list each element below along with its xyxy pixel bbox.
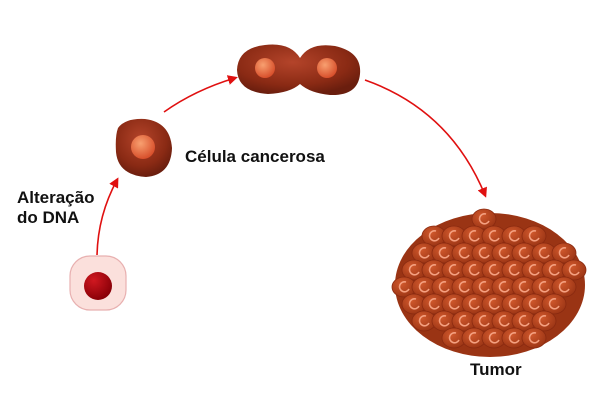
tumor-cell-nucleus bbox=[538, 246, 550, 259]
tumor-cell-nucleus bbox=[408, 297, 420, 310]
tumor-cell-nucleus bbox=[518, 280, 530, 293]
tumor-cell-nucleus bbox=[478, 246, 490, 259]
tumor-cell-nucleus bbox=[458, 280, 470, 293]
tumor-cell-nucleus bbox=[518, 246, 530, 259]
arrow-normal-to-cancer bbox=[96, 177, 119, 256]
tumor-cell-nucleus bbox=[548, 263, 560, 276]
tumor-cell-nucleus bbox=[468, 229, 480, 242]
tumor-cell-nucleus bbox=[498, 314, 510, 327]
tumor-cell-nucleus bbox=[508, 229, 520, 242]
tumor-cell-nucleus bbox=[518, 314, 530, 327]
label-dna-change: Alteração do DNA bbox=[17, 188, 94, 228]
tumor-cell-nucleus bbox=[478, 212, 490, 225]
tumor-cell-nucleus bbox=[448, 297, 460, 310]
tumor-cell bbox=[531, 310, 557, 332]
tumor-cell-nucleus bbox=[528, 263, 540, 276]
tumor-cell-nucleus bbox=[418, 280, 430, 293]
tumor-cell-nucleus bbox=[488, 229, 500, 242]
dividing-cell bbox=[237, 44, 361, 96]
tumor-cell-nucleus bbox=[428, 229, 440, 242]
cancer-cell-nucleus bbox=[131, 135, 155, 159]
label-cancer-cell: Célula cancerosa bbox=[185, 147, 325, 166]
tumor-cell-nucleus bbox=[478, 314, 490, 327]
tumor-cell bbox=[471, 208, 497, 230]
tumor-cell bbox=[541, 293, 567, 315]
tumor-cell-nucleus bbox=[438, 246, 450, 259]
tumor-cell-nucleus bbox=[418, 246, 430, 259]
tumor-cell bbox=[561, 259, 587, 281]
normal-cell bbox=[69, 255, 127, 311]
dividing-nucleus-left bbox=[255, 58, 275, 78]
tumor-cell-nucleus bbox=[448, 229, 460, 242]
tumor-cell-nucleus bbox=[468, 263, 480, 276]
tumor-cell-nucleus bbox=[528, 331, 540, 344]
tumor-cell-nucleus bbox=[498, 280, 510, 293]
cancer-cell bbox=[115, 118, 172, 177]
tumor-cell-nucleus bbox=[458, 314, 470, 327]
label-tumor: Tumor bbox=[470, 360, 522, 379]
tumor-cell-nucleus bbox=[408, 263, 420, 276]
label-dna-change-line1: Alteração bbox=[17, 188, 95, 207]
arrow-dividing-to-tumor bbox=[364, 79, 487, 198]
tumor-cell-nucleus bbox=[428, 297, 440, 310]
tumor-cell-nucleus bbox=[448, 263, 460, 276]
tumor-cell bbox=[521, 225, 547, 247]
tumor-cell bbox=[551, 276, 577, 298]
tumor-cell-nucleus bbox=[558, 246, 570, 259]
normal-cell-nucleus bbox=[84, 272, 112, 300]
tumor-cell-nucleus bbox=[448, 331, 460, 344]
tumor-cell-nucleus bbox=[538, 280, 550, 293]
tumor-cell-nucleus bbox=[468, 331, 480, 344]
dividing-nucleus-right bbox=[317, 58, 337, 78]
tumor-cell-nucleus bbox=[468, 297, 480, 310]
tumor-cell-nucleus bbox=[498, 246, 510, 259]
tumor bbox=[391, 208, 587, 357]
tumor-cell-nucleus bbox=[438, 280, 450, 293]
label-dna-change-line2: do DNA bbox=[17, 208, 80, 227]
tumor-cell-nucleus bbox=[558, 280, 570, 293]
arrow-cancer-to-dividing bbox=[163, 75, 238, 113]
tumor-cell-nucleus bbox=[398, 280, 410, 293]
tumor-cell-nucleus bbox=[508, 297, 520, 310]
tumor-cell-nucleus bbox=[488, 263, 500, 276]
tumor-cell-nucleus bbox=[528, 297, 540, 310]
tumor-cell-nucleus bbox=[438, 314, 450, 327]
tumor-cell-nucleus bbox=[508, 263, 520, 276]
tumor-cell-nucleus bbox=[428, 263, 440, 276]
tumor-cell-nucleus bbox=[458, 246, 470, 259]
tumor-cell-nucleus bbox=[548, 297, 560, 310]
tumor-cell-nucleus bbox=[478, 280, 490, 293]
tumor-cell-nucleus bbox=[488, 297, 500, 310]
tumor-cell-nucleus bbox=[418, 314, 430, 327]
tumor-cell-nucleus bbox=[528, 229, 540, 242]
tumor-cell-nucleus bbox=[488, 331, 500, 344]
tumor-cell-nucleus bbox=[508, 331, 520, 344]
tumor-cell bbox=[521, 327, 547, 349]
tumor-cell-nucleus bbox=[538, 314, 550, 327]
tumor-cell-nucleus bbox=[568, 263, 580, 276]
tumor-cell bbox=[551, 242, 577, 264]
